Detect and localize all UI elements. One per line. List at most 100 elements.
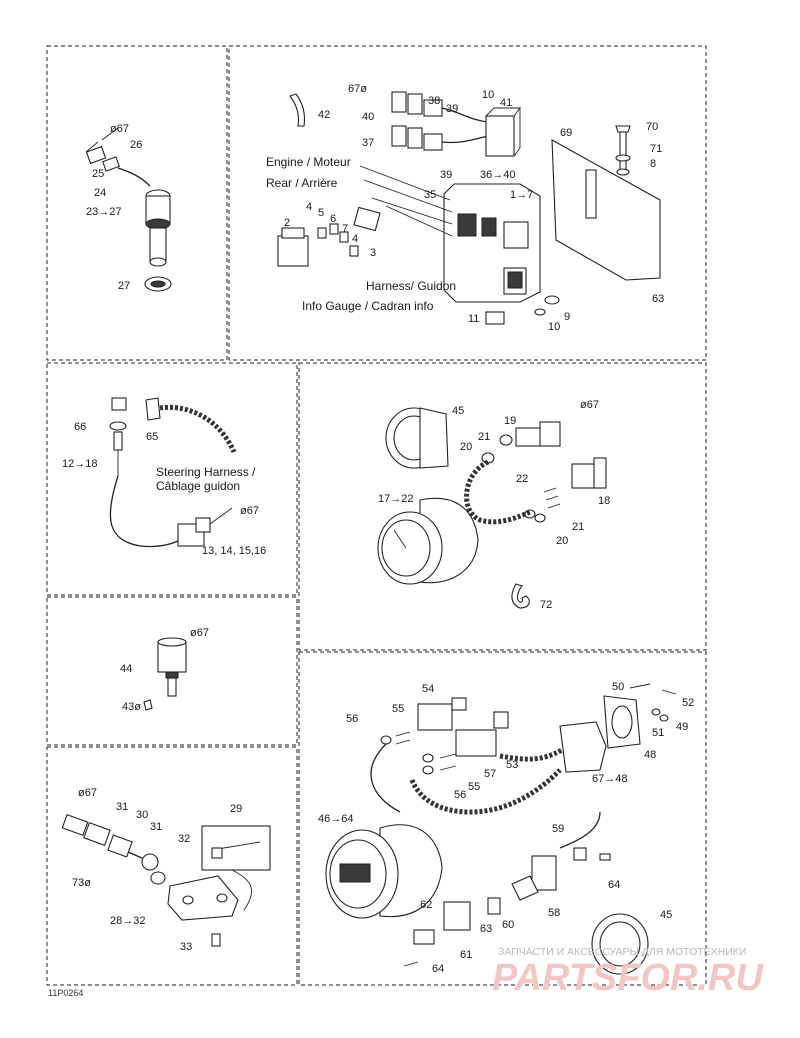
callout: 7 [342,223,348,235]
callout: 25 [92,168,104,180]
callout: 20 [556,535,568,547]
callout: 8 [650,158,656,170]
callout: 28→32 [110,915,145,927]
callout: 18 [598,495,610,507]
switch-assembly [143,637,187,711]
callout: 44 [120,663,132,675]
callout: 45 [660,909,672,921]
callout: 60 [502,919,514,931]
caption-steering-line2: Câblage guidon [156,479,240,493]
callout: 31 [116,801,128,813]
caption-steering-line1: Steering Harness / [156,465,256,479]
callout: 65 [146,431,158,443]
callout: 20 [460,441,472,453]
callouts-panel-3: 66 65 12→18 ø67 13, 14, 15,16 [62,421,266,557]
callout: 53 [506,759,518,771]
callout: 63 [652,293,664,305]
callout: 10 [548,321,560,333]
callout: 48 [644,749,656,761]
callout: 26 [130,139,142,151]
callout: 43ø [122,701,141,713]
callout: 39 [446,103,458,115]
callout: 4 [352,233,358,245]
panel-ecu [228,45,707,361]
callout: 51 [652,727,664,739]
callouts-panel-6: ø67 31 30 31 32 29 73ø 28→32 33 [72,787,242,953]
callout: 55 [392,703,404,715]
callout: 71 [650,143,662,155]
callout: 39 [440,169,452,181]
callout: 24 [94,187,106,199]
connector-assembly [61,813,271,947]
callout: 11 [468,313,479,325]
callout: ø67 [190,627,209,639]
info-gauge-assembly [325,683,677,975]
callout: 2 [284,217,290,229]
callout: 73ø [72,877,91,889]
callout: 5 [318,207,324,219]
callout: 62 [420,899,432,911]
callout: 52 [682,697,694,709]
callout: 70 [646,121,658,133]
callout: ø67 [580,399,599,411]
panel-steering-harness [46,362,298,596]
caption-harness: Harness/ Guidon [366,279,456,293]
callout: 55 [468,781,480,793]
panel-gauge [298,362,707,651]
callout: 30 [136,809,148,821]
callout: 12→18 [62,458,97,470]
callout: 33 [180,941,192,953]
callouts-panel-5: ø67 44 43ø [120,627,209,713]
caption-info-gauge: Info Gauge / Cadran info [302,299,434,313]
callout: ø67 [78,787,97,799]
reference-code: 11P0264 [48,988,83,998]
callout: 19 [504,415,516,427]
panel-connectors [46,746,298,986]
callout: 57 [484,768,496,780]
ecu-assembly [277,91,661,325]
panel-sensor [46,45,228,361]
callouts-panel-1: ø67 26 25 24 23→27 27 [86,123,142,292]
callout: 58 [548,907,560,919]
callout: 46→64 [318,813,353,825]
steering-harness-assembly [109,397,237,548]
callouts-panel-4: 45 19 ø67 20 21 22 18 17→22 21 20 72 [378,399,610,611]
callout: 63 [480,923,492,935]
callout: 23→27 [86,206,121,218]
callout: 67ø [348,83,367,95]
callout: 69 [560,127,572,139]
callout: 3 [370,247,376,259]
callout: 1→7 [510,189,533,201]
callout: 37 [362,137,374,149]
caption-engine: Engine / Moteur [266,155,351,169]
callout: 42 [318,109,330,121]
watermark-line1: ЗАПЧАСТИ И АКСЕССУАРЫ ДЛЯ МОТОТЕХНИКИ [498,946,746,958]
sensor-assembly [85,127,172,292]
callout: 40 [362,111,374,123]
callout: 59 [552,823,564,835]
callout: 54 [422,683,434,695]
callout: 66 [74,421,86,433]
callout: 22 [516,473,528,485]
callouts-panel-7: 54 50 52 56 55 51 49 53 48 57 56 55 67→4… [318,681,694,975]
panel-info-gauge [298,651,707,986]
gauge-assembly [377,407,607,609]
callout: 21 [478,431,490,443]
callout: 31 [150,821,162,833]
callout: 35 [424,189,436,201]
callout: 21 [572,521,584,533]
captions: Engine / Moteur Rear / Arrière Harness/ … [156,155,456,493]
watermark-logo: PARTSFOR.RU [492,957,764,999]
callout: 36→40 [480,169,515,181]
watermark: ЗАПЧАСТИ И АКСЕССУАРЫ ДЛЯ МОТОТЕХНИКИ PA… [492,946,764,999]
callout: ø67 [110,123,129,135]
callout: 10 [482,89,494,101]
callout: 56 [454,789,466,801]
callout: 6 [330,213,336,225]
callout: 38 [428,95,440,107]
callout: 17→22 [378,493,413,505]
callout: 50 [612,681,624,693]
callout: 4 [306,201,312,213]
callouts-panel-2: 42 67ø 40 38 39 10 41 37 39 36→40 69 70 … [284,83,664,333]
callout: 49 [676,721,688,733]
